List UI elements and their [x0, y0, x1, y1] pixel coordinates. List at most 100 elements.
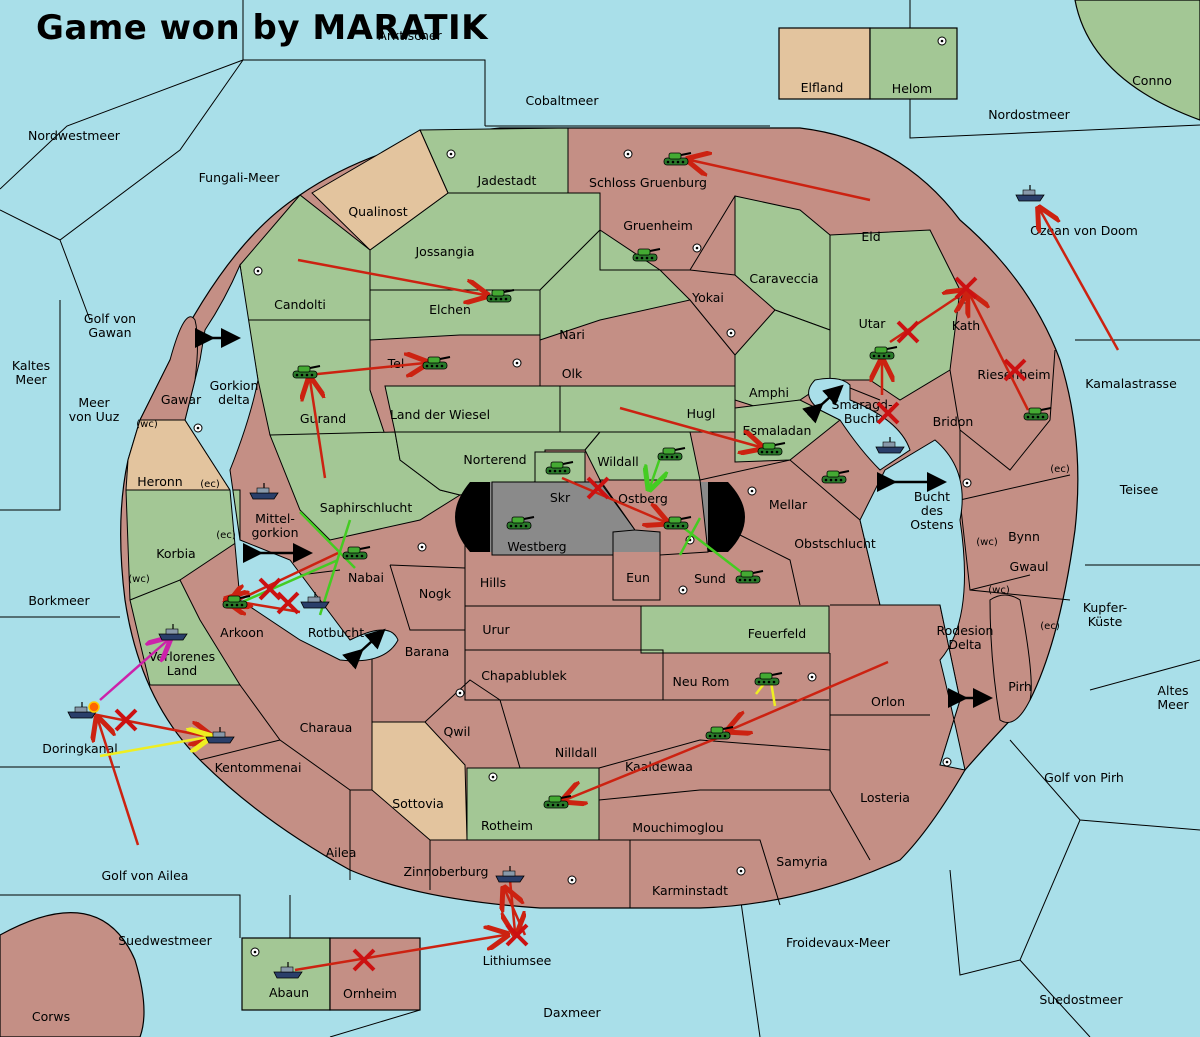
region-pirh-label[interactable]: Pirh — [1008, 679, 1032, 694]
region-kaaldewaa-label[interactable]: Kaaldewaa — [625, 759, 693, 774]
coast-tag-2-label[interactable]: (ec) — [216, 530, 236, 541]
region-skr-label[interactable]: Skr — [550, 490, 571, 505]
sea-kamalastrasse-label[interactable]: Kamalastrasse — [1085, 376, 1177, 391]
sea-corws-label[interactable]: Corws — [32, 1009, 70, 1024]
region-feuerfeld-label[interactable]: Feuerfeld — [748, 626, 806, 641]
region-candolti-label[interactable]: Candolti — [274, 297, 326, 312]
region-obstschlucht-label[interactable]: Obstschlucht — [794, 536, 876, 551]
region-karminstadt-label[interactable]: Karminstadt — [652, 883, 728, 898]
sea-nordostmeer-label[interactable]: Nordostmeer — [988, 107, 1070, 122]
sea-suedwestmeer-label[interactable]: Suedwestmeer — [118, 933, 212, 948]
region-schloss-label[interactable]: Schloss Gruenburg — [589, 175, 707, 190]
region-rotheim-label[interactable]: Rotheim — [481, 818, 533, 833]
region-gawar-label[interactable]: Gawar — [161, 392, 202, 407]
sea-nordwestmeer-label[interactable]: Nordwestmeer — [28, 128, 121, 143]
region-nogk-label[interactable]: Nogk — [419, 586, 452, 601]
region-gurand-label[interactable]: Gurand — [300, 411, 346, 426]
region-samyria-label[interactable]: Samyria — [776, 854, 827, 869]
sea-smaragd-label[interactable]: Smaragd-Bucht — [832, 397, 893, 426]
sea-borkmeer-label[interactable]: Borkmeer — [28, 593, 90, 608]
region-neu-rom-label[interactable]: Neu Rom — [673, 674, 730, 689]
region-elfland-label[interactable]: Elfland — [801, 80, 844, 95]
region-eun-label[interactable]: Eun — [626, 570, 650, 585]
region-amphi-label[interactable]: Amphi — [749, 385, 789, 400]
region-korbia-label[interactable]: Korbia — [156, 546, 195, 561]
region-ornheim-label[interactable]: Ornheim — [343, 986, 397, 1001]
region-saphirschlucht-label[interactable]: Saphirschlucht — [320, 500, 413, 515]
coast-tag-5-label[interactable]: (wc) — [976, 537, 998, 548]
region-kentommenai-label[interactable]: Kentommenai — [215, 760, 302, 775]
region-sottovia-label[interactable]: Sottovia — [392, 796, 444, 811]
region-zinnoberburg-label[interactable]: Zinnoberburg — [403, 864, 488, 879]
region-nari-label[interactable]: Nari — [559, 327, 585, 342]
region-helom-label[interactable]: Helom — [892, 81, 932, 96]
region-sund-label[interactable]: Sund — [694, 571, 726, 586]
region-riesenheim-label[interactable]: Riesenheim — [977, 367, 1050, 382]
sea-cobaltmeer-label[interactable]: Cobaltmeer — [525, 93, 599, 108]
coast-tag-6-label[interactable]: (wc) — [988, 585, 1010, 596]
region-hills-label[interactable]: Hills — [480, 575, 506, 590]
region-abaun-label[interactable]: Abaun — [269, 985, 309, 1000]
region-esmaladan-label[interactable]: Esmaladan — [743, 423, 812, 438]
sea-doringkanal-label[interactable]: Doringkanal — [42, 741, 117, 756]
region-norterend-label[interactable]: Norterend — [463, 452, 526, 467]
region-arkoon-label[interactable]: Arkoon — [220, 625, 264, 640]
region-losteria-label[interactable]: Losteria — [860, 790, 910, 805]
sea-ozean-label[interactable]: Ozean von Doom — [1030, 223, 1138, 238]
region-nilldall-label[interactable]: Nilldall — [555, 745, 597, 760]
region-qualinost-label[interactable]: Qualinost — [348, 204, 407, 219]
region-charaua-label[interactable]: Charaua — [300, 720, 353, 735]
coast-tag-7-label[interactable]: (ec) — [1040, 621, 1060, 632]
sea-suedostmeer-label[interactable]: Suedostmeer — [1039, 992, 1123, 1007]
region-urur-label[interactable]: Urur — [482, 622, 510, 637]
sea-fungali-label[interactable]: Fungali-Meer — [199, 170, 281, 185]
sea-daxmeer-label[interactable]: Daxmeer — [543, 1005, 601, 1020]
region-bynn-label[interactable]: Bynn — [1008, 529, 1040, 544]
region-jadestadt-label[interactable]: Jadestadt — [477, 173, 537, 188]
sea-kupfer-label[interactable]: Kupfer-Küste — [1083, 600, 1127, 629]
sea-froidevaux-label[interactable]: Froidevaux-Meer — [786, 935, 891, 950]
coast-tag-3-label[interactable]: (wc) — [128, 574, 150, 585]
region-gwaul-label[interactable]: Gwaul — [1010, 559, 1049, 574]
region-olk-label[interactable]: Olk — [562, 366, 583, 381]
region-wildall-label[interactable]: Wildall — [597, 454, 639, 469]
region-yokai-label[interactable]: Yokai — [691, 290, 724, 305]
region-hugl-label[interactable]: Hugl — [687, 406, 716, 421]
region-westberg-label[interactable]: Westberg — [507, 539, 566, 554]
region-utar-label[interactable]: Utar — [859, 316, 887, 331]
region-caraveccia-label[interactable]: Caraveccia — [749, 271, 818, 286]
region-elchen-label[interactable]: Elchen — [429, 302, 471, 317]
region-nabai-label[interactable]: Nabai — [348, 570, 384, 585]
region-barana-label[interactable]: Barana — [405, 644, 450, 659]
region-ostberg-label[interactable]: Ostberg — [618, 491, 668, 506]
sea-golf-ailea-label[interactable]: Golf von Ailea — [102, 868, 189, 883]
region-chapablublek-label[interactable]: Chapablublek — [481, 668, 567, 683]
region-land-wiesel-label[interactable]: Land der Wiesel — [390, 407, 490, 422]
coast-tag-0-label[interactable]: (wc) — [136, 419, 158, 430]
region-qwil-label[interactable]: Qwil — [443, 724, 470, 739]
region-jossangia-label[interactable]: Jossangia — [414, 244, 474, 259]
sea-mittelgorkion-label[interactable]: Mittel-gorkion — [251, 511, 298, 540]
region-heronn-label[interactable]: Heronn — [137, 474, 182, 489]
region-ailea-label[interactable]: Ailea — [326, 845, 357, 860]
region-eld-label[interactable]: Eld — [861, 229, 880, 244]
region-orlon-label[interactable]: Orlon — [871, 694, 905, 709]
region-gruenheim-label[interactable]: Gruenheim — [623, 218, 693, 233]
region-tel-label[interactable]: Tel — [387, 356, 405, 371]
coast-tag-1-label[interactable]: (ec) — [200, 479, 220, 490]
sea-lithiumsee-label[interactable]: Lithiumsee — [483, 953, 552, 968]
sea-conno-label[interactable]: Conno — [1132, 73, 1172, 88]
region-bridon-label[interactable]: Bridon — [933, 414, 974, 429]
region-kath-label[interactable]: Kath — [952, 318, 980, 333]
sea-arktischer-label[interactable]: Arktischer — [378, 28, 442, 43]
region-mouchimoglou-label[interactable]: Mouchimoglou — [632, 820, 723, 835]
sea-rotbucht-label[interactable]: Rotbucht — [308, 625, 364, 640]
coast-tag-4-label[interactable]: (ec) — [1050, 464, 1070, 475]
